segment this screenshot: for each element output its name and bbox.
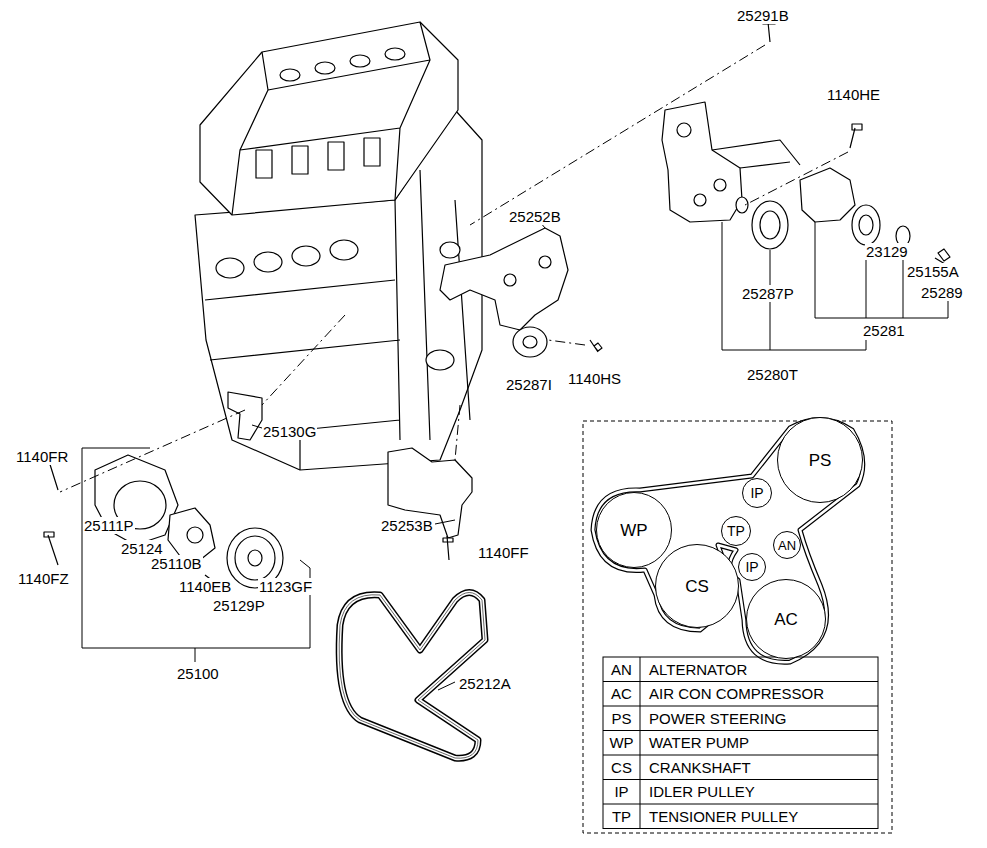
callout-number: 25100: [176, 665, 220, 682]
table-description: WATER PUMP: [648, 734, 750, 751]
pulley-circle: WP: [596, 492, 672, 568]
callout-number: 1140EB: [178, 578, 232, 595]
bracket: [440, 228, 568, 330]
pulley-abbreviation: TP: [727, 524, 745, 538]
table-abbreviation: CS: [610, 759, 633, 776]
tensioner: [800, 168, 855, 222]
assembly-line: [455, 405, 460, 460]
pulley-circle: TP: [721, 516, 751, 546]
table-abbreviation: AC: [610, 685, 633, 702]
pulley-circle: AN: [773, 531, 801, 559]
table-abbreviation: TP: [611, 808, 632, 825]
pulley-abbreviation: CS: [685, 578, 709, 595]
callout-number: 25281: [862, 322, 906, 339]
gasket: [228, 392, 262, 440]
callout-number: 25212A: [458, 675, 512, 692]
pulley-abbreviation: AN: [778, 539, 796, 552]
callout-number: 25111P: [83, 517, 135, 534]
pulley-abbreviation: IP: [750, 486, 763, 500]
pulley-abbreviation: PS: [809, 452, 832, 469]
table-description: CRANKSHAFT: [648, 759, 752, 776]
callout-number: 25289: [920, 284, 964, 301]
table-description: IDLER PULLEY: [648, 783, 756, 800]
callout-number: 25291B: [736, 7, 790, 24]
table-description: TENSIONER PULLEY: [648, 808, 799, 825]
callout-number: 1140HS: [567, 370, 622, 387]
pulley-abbreviation: IP: [745, 560, 758, 574]
belt-route: [593, 419, 863, 662]
assembly-line: [262, 315, 345, 405]
callout-number: 25129P: [212, 597, 266, 614]
callout-number: 1140FF: [477, 544, 530, 561]
pulley-circle: CS: [655, 544, 739, 628]
water-pump: [168, 508, 215, 560]
cylinder-head: [200, 22, 458, 215]
callout-number: 1140FZ: [17, 570, 70, 587]
callout-number: 25253B: [380, 517, 434, 534]
assembly-line: [470, 45, 765, 225]
callout-number: 25280T: [746, 366, 799, 383]
callout-number: 23129: [865, 243, 909, 260]
pulley-abbreviation: AC: [774, 611, 798, 628]
callout-number: 25110B: [150, 555, 203, 572]
table-description: ALTERNATOR: [648, 661, 748, 678]
tensioner-bracket: [662, 102, 742, 222]
pulley-circle: AC: [746, 579, 826, 659]
idler-pulley: [513, 327, 547, 357]
callout-number: 1140FR: [15, 448, 69, 465]
callout-number: 25155A: [906, 263, 960, 280]
pulley: [752, 201, 788, 249]
callout-number: 1123GF: [258, 578, 313, 595]
table-description: POWER STEERING: [648, 710, 788, 727]
assembly-line: [745, 152, 848, 205]
pulley-circle: IP: [738, 553, 766, 581]
key-table: [603, 657, 878, 829]
callout-number: 25130G: [262, 423, 317, 440]
table-abbreviation: PS: [610, 710, 632, 727]
pulley-circle: IP: [742, 478, 772, 508]
table-abbreviation: IP: [613, 783, 629, 800]
assembly-line: [60, 410, 245, 492]
pulley-abbreviation: WP: [620, 522, 647, 539]
assembly-line: [548, 340, 585, 345]
pulley-circle: PS: [777, 417, 863, 503]
group-box: [82, 448, 310, 648]
table-description: AIR CON COMPRESSOR: [648, 685, 825, 702]
callout-number: 25287I: [505, 376, 553, 393]
table-abbreviation: AN: [610, 661, 633, 678]
callout-number: 25287P: [741, 285, 795, 302]
table-abbreviation: WP: [608, 734, 634, 751]
callout-number: 25252B: [508, 208, 562, 225]
callout-number: 1140HE: [826, 86, 881, 103]
